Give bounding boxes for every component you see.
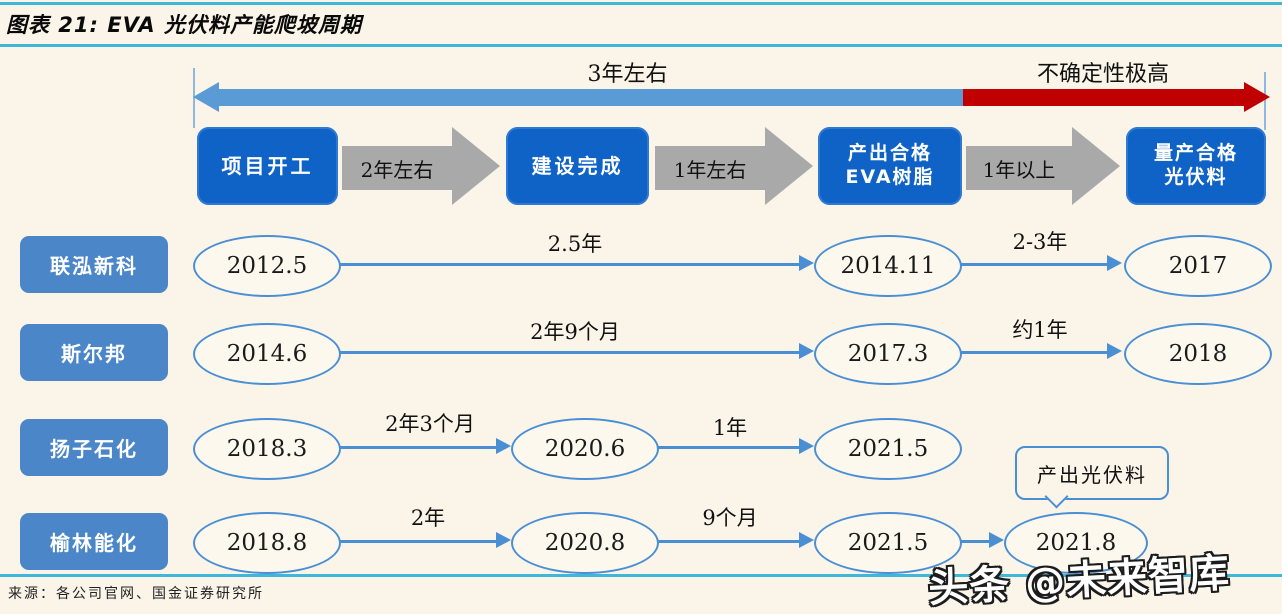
watermark: 头条 @未来智库 (927, 550, 1232, 612)
duration-label: 2年 (410, 506, 446, 530)
connector-arrowhead-icon (799, 438, 814, 454)
milestone-ellipse: 2018 (1124, 323, 1272, 385)
milestone-date: 2020.6 (544, 436, 626, 462)
connector-arrowhead-icon (1107, 343, 1122, 359)
top-rule (0, 2, 1282, 5)
milestone-date: 2012.5 (226, 253, 308, 279)
process-gap-arrow-1: 2年左右 (342, 146, 452, 190)
process-step-mass-production: 量产合格 光伏料 (1126, 127, 1266, 205)
milestone-date: 2017 (1168, 253, 1228, 279)
duration-label: 1年 (712, 416, 748, 440)
duration-label: 9个月 (702, 506, 758, 530)
process-step-label: 建设完成 (531, 153, 624, 178)
connector-line (657, 446, 799, 449)
process-gap-label: 2年左右 (360, 157, 434, 182)
connector-line (960, 540, 990, 543)
process-step-label-line1: 产出合格 (847, 142, 932, 165)
process-step-label-line2: EVA树脂 (845, 166, 935, 188)
milestone-ellipse: 2020.6 (511, 418, 659, 480)
milestone-ellipse: 2018.8 (193, 512, 341, 574)
process-gap-label: 1年以上 (982, 157, 1056, 182)
milestone-ellipse: 2021.5 (814, 512, 962, 574)
connector-line (339, 351, 800, 354)
callout-label: 产出光伏料 (1037, 462, 1147, 487)
milestone-ellipse: 2020.8 (511, 512, 659, 574)
connector-line (657, 540, 799, 543)
process-step-label-line2: 光伏料 (1164, 166, 1228, 188)
timeline-red-bar (963, 89, 1244, 106)
milestone-ellipse: 2021.5 (814, 418, 962, 480)
milestone-ellipse: 2021.8 (1004, 512, 1148, 574)
process-step-label-line1: 量产合格 (1153, 142, 1238, 165)
connector-arrowhead-icon (799, 532, 814, 548)
company-label-yangzi: 扬子石化 (20, 419, 168, 476)
connector-line (339, 446, 497, 449)
connector-line (960, 351, 1109, 354)
company-name: 斯尔邦 (61, 342, 127, 366)
title-rule (0, 44, 1282, 47)
milestone-date: 2021.8 (1035, 530, 1117, 556)
process-gap-label: 1年左右 (673, 157, 747, 182)
process-gap-arrow-2: 1年左右 (655, 146, 765, 190)
company-name: 扬子石化 (50, 437, 138, 461)
gray-arrowhead-icon (452, 127, 500, 205)
milestone-date: 2021.5 (847, 436, 929, 462)
timeline-duration-label: 3年左右 (587, 62, 668, 87)
connector-arrowhead-icon (496, 438, 511, 454)
milestone-date: 2017.3 (847, 341, 929, 367)
company-name: 榆林能化 (50, 531, 138, 555)
milestone-date: 2018.3 (226, 436, 308, 462)
duration-label: 2年9个月 (530, 320, 620, 344)
process-gap-arrow-3: 1年以上 (966, 146, 1072, 190)
callout-pv-material: 产出光伏料 (1015, 446, 1169, 500)
connector-arrowhead-icon (799, 255, 814, 271)
process-step-construction-done: 建设完成 (506, 127, 649, 205)
timeline-left-arrowhead-icon (193, 82, 219, 112)
duration-label: 约1年 (1012, 318, 1068, 342)
milestone-date: 2018.8 (226, 530, 308, 556)
connector-arrowhead-icon (989, 532, 1004, 548)
company-label-lianhong: 联泓新科 (20, 236, 168, 293)
connector-line (339, 540, 497, 543)
source-note: 来源：各公司官网、国金证券研究所 (8, 586, 264, 602)
milestone-ellipse: 2014.6 (193, 323, 341, 385)
milestone-ellipse: 2017 (1124, 235, 1272, 297)
bottom-rule (0, 574, 1282, 577)
process-step-project-start: 项目开工 (197, 127, 338, 205)
milestone-ellipse: 2018.3 (193, 418, 341, 480)
timeline-uncertainty-label: 不确定性极高 (1036, 62, 1169, 87)
duration-label: 2.5年 (547, 232, 603, 256)
company-name: 联泓新科 (50, 254, 138, 278)
gray-arrowhead-icon (765, 127, 813, 205)
milestone-date: 2018 (1168, 341, 1228, 367)
milestone-ellipse: 2012.5 (193, 235, 341, 297)
milestone-date: 2021.5 (847, 530, 929, 556)
process-step-label: 项目开工 (221, 153, 314, 178)
company-label-yulin: 榆林能化 (20, 513, 168, 570)
milestone-date: 2014.11 (840, 253, 936, 279)
milestone-date: 2020.8 (544, 530, 626, 556)
connector-arrowhead-icon (496, 532, 511, 548)
company-label-sierbang: 斯尔邦 (20, 324, 168, 381)
figure-title: 图表 21: EVA 光伏料产能爬坡周期 (6, 13, 362, 37)
process-step-qualified-resin: 产出合格 EVA树脂 (818, 127, 962, 205)
timeline-right-arrowhead-icon (1244, 82, 1270, 112)
connector-line (339, 263, 800, 266)
duration-label: 2-3年 (1012, 230, 1068, 254)
duration-label: 2年3个月 (385, 412, 475, 436)
connector-arrowhead-icon (799, 343, 814, 359)
gray-arrowhead-icon (1072, 127, 1120, 205)
milestone-ellipse: 2014.11 (814, 235, 962, 297)
milestone-ellipse: 2017.3 (814, 323, 962, 385)
timeline-blue-bar (219, 89, 963, 106)
connector-arrowhead-icon (1107, 255, 1122, 271)
connector-line (960, 263, 1109, 266)
milestone-date: 2014.6 (226, 341, 308, 367)
